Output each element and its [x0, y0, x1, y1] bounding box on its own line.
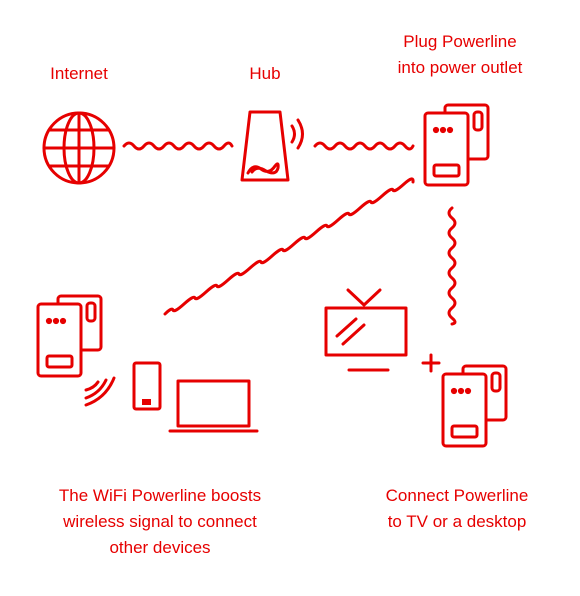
laptop-icon	[168, 379, 259, 433]
plus-icon	[421, 353, 441, 373]
smartphone-icon	[132, 361, 162, 411]
powerline-adapter-icon	[441, 364, 508, 448]
label-internet: Internet	[50, 64, 108, 83]
tv-icon	[324, 288, 408, 372]
label-hub: Hub	[249, 64, 281, 83]
connection-wave-internet-hub	[122, 141, 234, 151]
powerline-adapter-icon	[36, 294, 103, 378]
connection-wave-vertical	[447, 206, 457, 326]
wifi-signal-icon	[84, 376, 116, 407]
label-plug-powerline: Plug Powerline into power outlet	[397, 32, 523, 77]
label-wifi-powerline: The WiFi Powerline boosts wireless signa…	[58, 486, 262, 557]
hub-icon	[240, 110, 304, 182]
connection-wave-hub-powerline	[313, 141, 415, 151]
powerline-adapter-icon	[423, 103, 490, 187]
label-connect-powerline: Connect Powerline to TV or a desktop	[385, 486, 529, 531]
connection-wave-diagonal	[163, 177, 415, 316]
globe-icon	[42, 111, 116, 185]
